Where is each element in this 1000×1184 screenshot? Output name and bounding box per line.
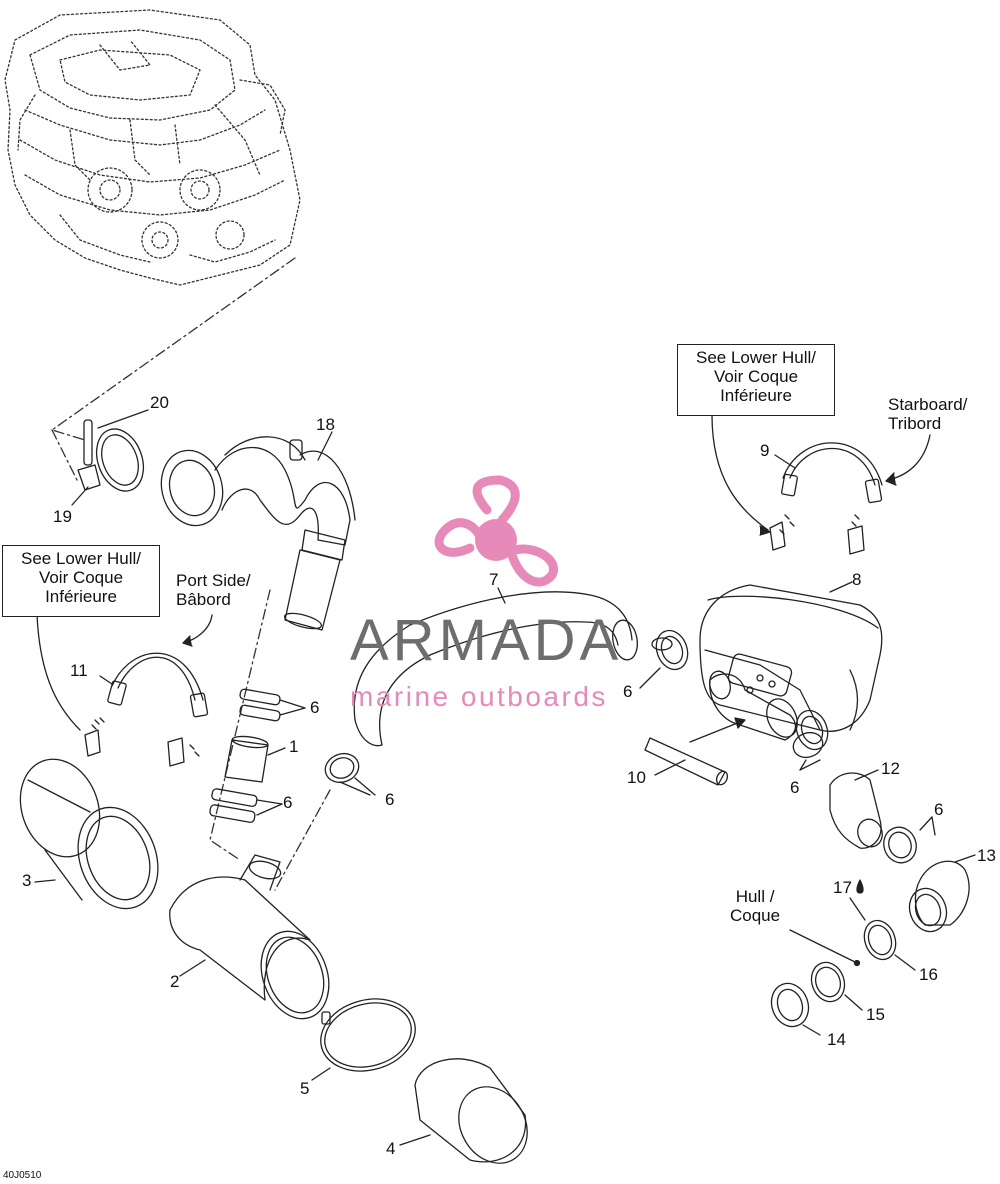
part-13-outlet (908, 854, 976, 933)
callout-18: 18 (316, 415, 335, 434)
right-box-leader-head (759, 525, 771, 536)
callout-6f: 6 (934, 800, 944, 819)
callout-6c: 6 (385, 790, 395, 809)
starboard-note-line2: Tribord (888, 414, 942, 433)
left-box-line3: Inférieure (45, 587, 117, 606)
starboard-brackets (769, 514, 865, 555)
left-box-line1: See Lower Hull/ (20, 549, 141, 568)
part-5-ring (311, 998, 416, 1081)
part-2-muffler (169, 854, 330, 1020)
callout-7: 7 (489, 570, 499, 589)
callout-4: 4 (386, 1139, 396, 1158)
left-box-leader (36, 614, 81, 731)
part-16-gasket (863, 919, 916, 971)
callout-16: 16 (919, 965, 938, 984)
right-box-line3: Inférieure (720, 386, 792, 405)
part-14-nut (770, 982, 821, 1036)
part-4-endcap (399, 1058, 528, 1164)
part-9-strap (774, 442, 883, 504)
right-box-leader (711, 414, 769, 531)
hull-note: Hull / Coque (730, 887, 780, 925)
left-box-line2: Voir Coque (38, 568, 124, 587)
engine-outline (4, 9, 301, 286)
callout-14: 14 (827, 1030, 846, 1049)
callout-3: 3 (22, 871, 32, 890)
callout-2: 2 (170, 972, 180, 991)
part-18-exhaust-pipe (160, 431, 356, 631)
callout-6e: 6 (790, 778, 800, 797)
hull-note-line1: Hull / (735, 887, 775, 906)
part-10-strap (644, 717, 746, 786)
callout-15: 15 (866, 1005, 885, 1024)
part-20-pin (83, 409, 149, 466)
watermark-tagline: marine outboards (350, 681, 608, 712)
starboard-note-line1: Starboard/ (888, 395, 968, 414)
callout-19: 19 (53, 507, 72, 526)
callout-9: 9 (760, 441, 770, 460)
part-6-clamps-lower (209, 788, 283, 823)
part-6-clamp-right-end (883, 816, 936, 864)
right-lower-hull-box: See Lower Hull/ Voir Coque Inférieure (677, 344, 835, 416)
hull-note-line2: Coque (730, 906, 781, 925)
watermark-brand: ARMADA (350, 608, 623, 673)
port-note-line1: Port Side/ (176, 571, 251, 590)
hull-leader (789, 879, 866, 967)
part-3-sleeve (19, 758, 159, 910)
callout-5: 5 (300, 1079, 310, 1098)
left-lower-hull-box: See Lower Hull/ Voir Coque Inférieure (2, 545, 160, 617)
callout-8: 8 (852, 570, 862, 589)
right-box-line2: Voir Coque (713, 367, 799, 386)
port-side-note: Port Side/ Bâbord (176, 571, 251, 609)
part-6-clamp-right-upper (639, 629, 689, 689)
starboard-arrow-head (885, 472, 897, 486)
port-brackets (84, 717, 200, 767)
right-box-line1: See Lower Hull/ (695, 348, 816, 367)
port-side-arrow-head (182, 635, 193, 647)
part-12-elbow (829, 769, 883, 849)
port-note-line2: Bâbord (176, 590, 231, 609)
callout-10: 10 (627, 768, 646, 787)
part-19-clamp (71, 428, 145, 506)
callout-6a: 6 (310, 698, 320, 717)
part-11-strap (99, 652, 209, 718)
reference-code: 40J0510 (3, 1170, 42, 1181)
part-6-clamp-mid (324, 752, 376, 796)
callout-12: 12 (881, 759, 900, 778)
part-7-hose (353, 587, 638, 747)
callout-17: 17 (833, 878, 852, 897)
part-15-ring (810, 961, 863, 1011)
callout-6b: 6 (283, 793, 293, 812)
callout-6d: 6 (623, 682, 633, 701)
part-6-clamps-upper (239, 688, 306, 722)
part-8-waterlock (699, 581, 883, 741)
watermark-propeller (434, 475, 558, 587)
callout-1: 1 (289, 737, 299, 756)
callout-13: 13 (977, 846, 996, 865)
callout-11: 11 (70, 661, 88, 680)
assembly-guide-lines (51, 257, 331, 891)
callout-20: 20 (150, 393, 169, 412)
part-1-coupler (224, 735, 286, 783)
starboard-note: Starboard/ Tribord (888, 395, 967, 433)
part-6-clamps-right-lower (792, 709, 829, 771)
watermark-hub (475, 519, 517, 561)
